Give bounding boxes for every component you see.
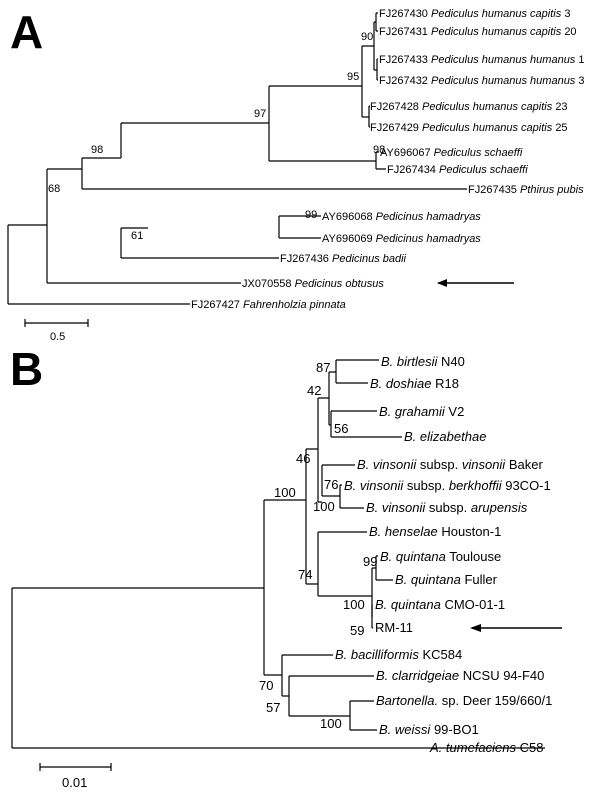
leaf-label: B. vinsonii subsp. arupensis bbox=[366, 500, 528, 515]
panel-b: B bbox=[10, 343, 562, 790]
bootstrap-value: 59 bbox=[350, 623, 364, 638]
branch bbox=[263, 499, 306, 676]
leaf-label: B. clarridgeiae NCSU 94-F40 bbox=[376, 668, 544, 683]
leaf-label: FJ267430 Pediculus humanus capitis 3 bbox=[379, 8, 570, 20]
branch bbox=[349, 700, 377, 731]
bootstrap-value: 97 bbox=[254, 108, 266, 120]
scale-bar-a: 0.5 bbox=[24, 319, 89, 343]
bootstrap-value: 74 bbox=[298, 567, 312, 582]
branch bbox=[317, 397, 329, 503]
leaf-label: B. doshiae R18 bbox=[370, 376, 459, 391]
branch bbox=[121, 122, 269, 124]
branch bbox=[81, 157, 467, 190]
branch bbox=[328, 371, 336, 426]
bootstrap-value: 87 bbox=[316, 360, 330, 375]
leaf-label: B. quintana Toulouse bbox=[380, 549, 501, 564]
scale-bar-label: 0.01 bbox=[62, 775, 87, 790]
leaf-label: FJ267432 Pediculus humanus humanus 3 bbox=[379, 75, 585, 87]
leaf-label: FJ267428 Pediculus humanus capitis 23 bbox=[370, 101, 568, 113]
panel-b-branches bbox=[11, 359, 545, 749]
bootstrap-value: 95 bbox=[347, 71, 359, 83]
leaf-label: B. quintana Fuller bbox=[395, 572, 498, 587]
leaf-label: B. vinsonii subsp. berkhoffii 93CO-1 bbox=[344, 478, 551, 493]
bootstrap-value: 76 bbox=[324, 477, 338, 492]
panel-b-leaves: B. birtlesii N40 B. doshiae R18 B. graha… bbox=[335, 354, 552, 755]
branch bbox=[281, 654, 333, 697]
leaf-label: B. bacilliformis KC584 bbox=[335, 647, 462, 662]
bootstrap-value: 100 bbox=[320, 716, 342, 731]
leaf-label: AY696069 Pedicinus hamadryas bbox=[322, 233, 481, 245]
branch bbox=[7, 224, 190, 305]
leaf-label: Bartonella. sp. Deer 159/660/1 bbox=[376, 693, 552, 708]
leaf-label: AY696068 Pedicinus hamadryas bbox=[322, 211, 481, 223]
leaf-label: RM-11 bbox=[375, 620, 413, 635]
leaf-label: B. birtlesii N40 bbox=[381, 354, 465, 369]
bootstrap-value: 100 bbox=[343, 597, 365, 612]
leaf-label: FJ267431 Pediculus humanus capitis 20 bbox=[379, 26, 577, 38]
leaf-label: FJ267434 Pediculus schaeffi bbox=[387, 164, 528, 176]
leaf-label: FJ267433 Pediculus humanus humanus 1 bbox=[379, 54, 585, 66]
branch bbox=[369, 12, 378, 128]
leaf-label: FJ267436 Pedicinus badii bbox=[280, 253, 407, 265]
branch bbox=[305, 448, 318, 585]
branch bbox=[375, 555, 393, 581]
branch bbox=[46, 168, 241, 284]
branch bbox=[278, 215, 321, 239]
bootstrap-value: 100 bbox=[274, 485, 296, 500]
branch bbox=[339, 484, 364, 509]
panel-a-leaves: FJ267430 Pediculus humanus capitis 3 FJ2… bbox=[191, 8, 585, 311]
bootstrap-value: 90 bbox=[361, 31, 373, 43]
leaf-label: B. quintana CMO-01-1 bbox=[375, 597, 505, 612]
branch bbox=[375, 151, 386, 170]
bootstrap-value: 42 bbox=[307, 383, 321, 398]
panel-a: A bbox=[7, 6, 585, 343]
bootstrap-value: 57 bbox=[266, 700, 280, 715]
branch bbox=[268, 85, 376, 162]
scale-bar-label: 0.5 bbox=[50, 331, 65, 343]
leaf-label: B. elizabethae bbox=[404, 429, 486, 444]
bootstrap-value: 70 bbox=[259, 678, 273, 693]
bootstrap-value: 99 bbox=[363, 554, 377, 569]
leaf-label: B. weissi 99-BO1 bbox=[379, 722, 479, 737]
scale-bar-b: 0.01 bbox=[39, 763, 112, 790]
arrow-head bbox=[437, 279, 447, 287]
panel-label-a: A bbox=[10, 6, 43, 58]
leaf-label: B. vinsonii subsp. vinsonii Baker bbox=[357, 457, 543, 472]
bootstrap-value: 98 bbox=[373, 144, 385, 156]
bootstrap-value: 68 bbox=[48, 183, 60, 195]
branch bbox=[288, 675, 374, 717]
bootstrap-value: 99 bbox=[305, 209, 317, 221]
bootstrap-value: 100 bbox=[313, 499, 335, 514]
panel-b-bootstraps: 87 42 56 46 76 100 100 99 74 100 59 70 5… bbox=[259, 360, 377, 731]
leaf-label: A. tumefaciens C58 bbox=[429, 740, 544, 755]
arrow-indicator bbox=[470, 624, 562, 632]
branch bbox=[321, 464, 355, 497]
branch bbox=[361, 45, 374, 118]
leaf-label: B. henselae Houston-1 bbox=[369, 524, 501, 539]
scale-bar-line bbox=[24, 319, 89, 327]
leaf-label: FJ267429 Pediculus humanus capitis 25 bbox=[370, 122, 568, 134]
branch bbox=[335, 359, 379, 384]
bootstrap-value: 61 bbox=[131, 230, 143, 242]
panel-a-branches bbox=[7, 12, 467, 305]
bootstrap-value: 98 bbox=[91, 144, 103, 156]
panel-label-b: B bbox=[10, 343, 43, 395]
leaf-label: FJ267427 Fahrenholzia pinnata bbox=[191, 299, 346, 311]
branch bbox=[11, 587, 545, 749]
panel-a-bootstraps: 90 95 97 98 98 68 99 61 bbox=[48, 31, 385, 242]
arrow-indicator bbox=[437, 279, 514, 287]
scale-bar-line bbox=[39, 763, 112, 771]
branch bbox=[120, 227, 279, 259]
branch bbox=[330, 410, 402, 438]
branch bbox=[371, 605, 373, 629]
bootstrap-value: 56 bbox=[334, 421, 348, 436]
branch bbox=[317, 531, 372, 597]
leaf-label: FJ267435 Pthirus pubis bbox=[468, 184, 584, 196]
leaf-label: JX070558 Pedicinus obtusus bbox=[242, 278, 384, 290]
leaf-label: B. grahamii V2 bbox=[379, 404, 464, 419]
arrow-head bbox=[470, 624, 481, 632]
bootstrap-value: 46 bbox=[296, 451, 310, 466]
leaf-label: AY696067 Pediculus schaeffi bbox=[380, 147, 523, 159]
